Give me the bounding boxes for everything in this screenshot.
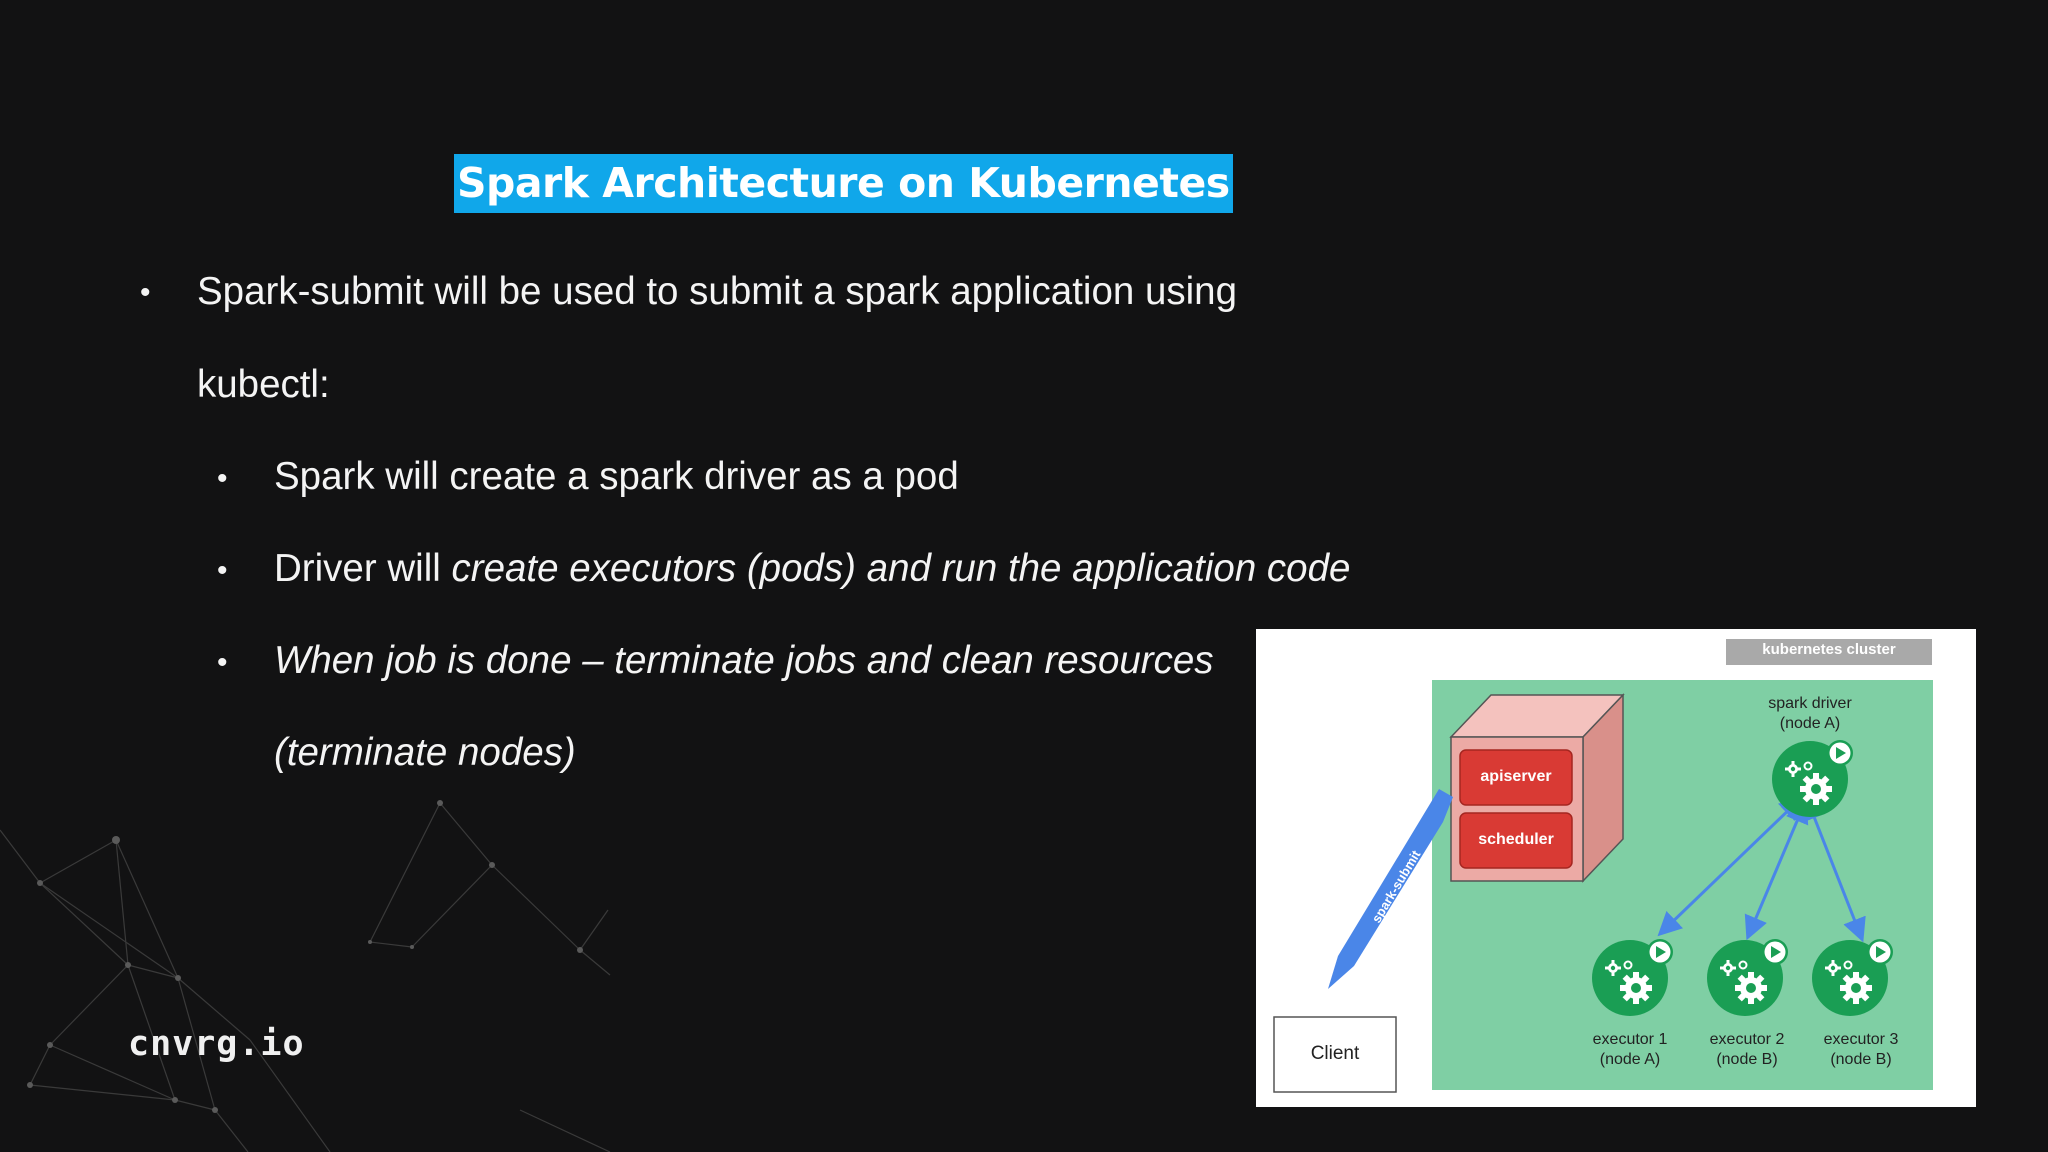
driver-label: spark driver (node A) <box>1740 694 1880 734</box>
bullet-marker: • <box>217 462 228 495</box>
spark-submit-arrow <box>1328 789 1453 989</box>
driver-node: (node A) <box>1779 715 1841 732</box>
bullet-2: Spark will create a spark driver as a po… <box>274 455 959 498</box>
bullet-3: Driver will create executors (pods) and … <box>274 547 1350 591</box>
bullet-marker: • <box>217 646 228 679</box>
client-box <box>1273 1016 1397 1093</box>
bullet-3-italic: create executors (pods) and run the appl… <box>451 547 1351 590</box>
slide-title: Spark Architecture on Kubernetes <box>454 154 1233 213</box>
bullet-4-line-1: When job is done – terminate jobs and cl… <box>274 639 1214 682</box>
bullet-marker: • <box>217 554 228 587</box>
client-label: Client <box>1310 1043 1360 1064</box>
bullet-marker: • <box>140 276 151 309</box>
driver-name: spark driver <box>1768 695 1852 712</box>
diagram-graphics <box>1273 639 1933 1093</box>
bullet-1-line-2: kubectl: <box>197 363 330 406</box>
cluster-label: kubernetes cluster <box>1762 641 1896 658</box>
executor-3-label: executor 3 (node B) <box>1796 1030 1926 1070</box>
executor-2-node: (node B) <box>1716 1051 1778 1068</box>
cluster-label-box <box>1726 639 1932 665</box>
network-decoration <box>0 800 611 1152</box>
bullet-4-line-2: (terminate nodes) <box>274 731 576 774</box>
executor-3-name: executor 3 <box>1823 1031 1899 1048</box>
scheduler-label: scheduler <box>1478 831 1554 848</box>
bullet-1-line-1: Spark-submit will be used to submit a sp… <box>197 270 1238 313</box>
apiserver-label: apiserver <box>1480 768 1552 785</box>
executor-2-name: executor 2 <box>1709 1031 1785 1048</box>
executor-3-node: (node B) <box>1830 1051 1892 1068</box>
executor-1-name: executor 1 <box>1592 1031 1668 1048</box>
architecture-diagram: kubernetes cluster apiserver scheduler s… <box>1256 629 1976 1107</box>
bullet-3-plain: Driver will <box>274 547 452 590</box>
executor-1-label: executor 1 (node A) <box>1565 1030 1695 1070</box>
cnvrg-logo: cnvrg.io <box>128 1024 305 1064</box>
executor-2-label: executor 2 (node B) <box>1682 1030 1812 1070</box>
executor-1-node: (node A) <box>1599 1051 1661 1068</box>
